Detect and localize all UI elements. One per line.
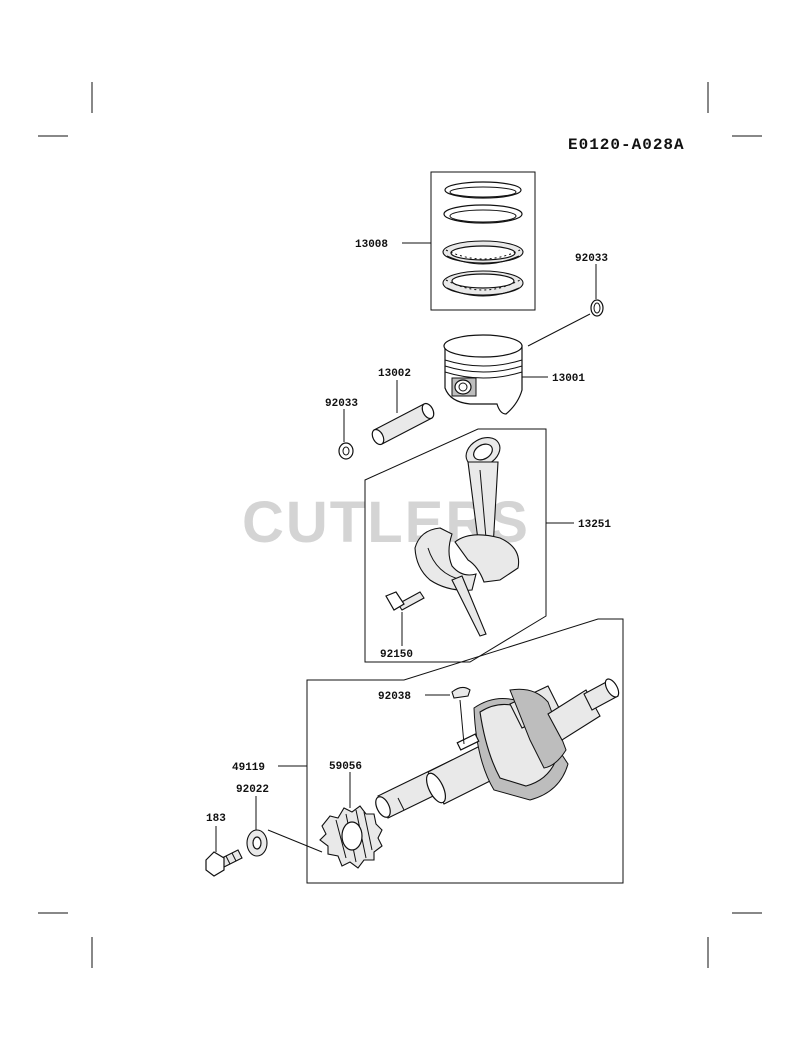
label-49119: 49119 — [232, 762, 265, 774]
rod-bolt — [385, 591, 425, 611]
label-59056: 59056 — [329, 761, 362, 773]
label-92150: 92150 — [380, 649, 413, 661]
piston-rings-group — [430, 171, 536, 311]
crop-marks — [38, 82, 762, 968]
label-92033-left: 92033 — [325, 398, 358, 410]
crankshaft-group — [306, 618, 624, 884]
label-13001: 13001 — [552, 373, 585, 385]
label-92038: 92038 — [378, 691, 411, 703]
circlip-left — [338, 442, 354, 460]
circlip-top — [590, 299, 604, 317]
woodruff-key — [451, 686, 471, 699]
crank-gear — [319, 805, 383, 869]
connecting-rod-group — [364, 428, 547, 663]
label-13251: 13251 — [578, 519, 611, 531]
label-13008: 13008 — [355, 239, 388, 251]
piston — [443, 334, 523, 415]
washer — [246, 829, 268, 857]
label-92022: 92022 — [236, 784, 269, 796]
label-183: 183 — [206, 813, 226, 825]
label-13002: 13002 — [378, 368, 411, 380]
label-92033-top: 92033 — [575, 253, 608, 265]
piston-pin — [371, 402, 435, 446]
diagram-code: E0120-A028A — [568, 136, 685, 154]
flange-bolt — [205, 849, 243, 877]
